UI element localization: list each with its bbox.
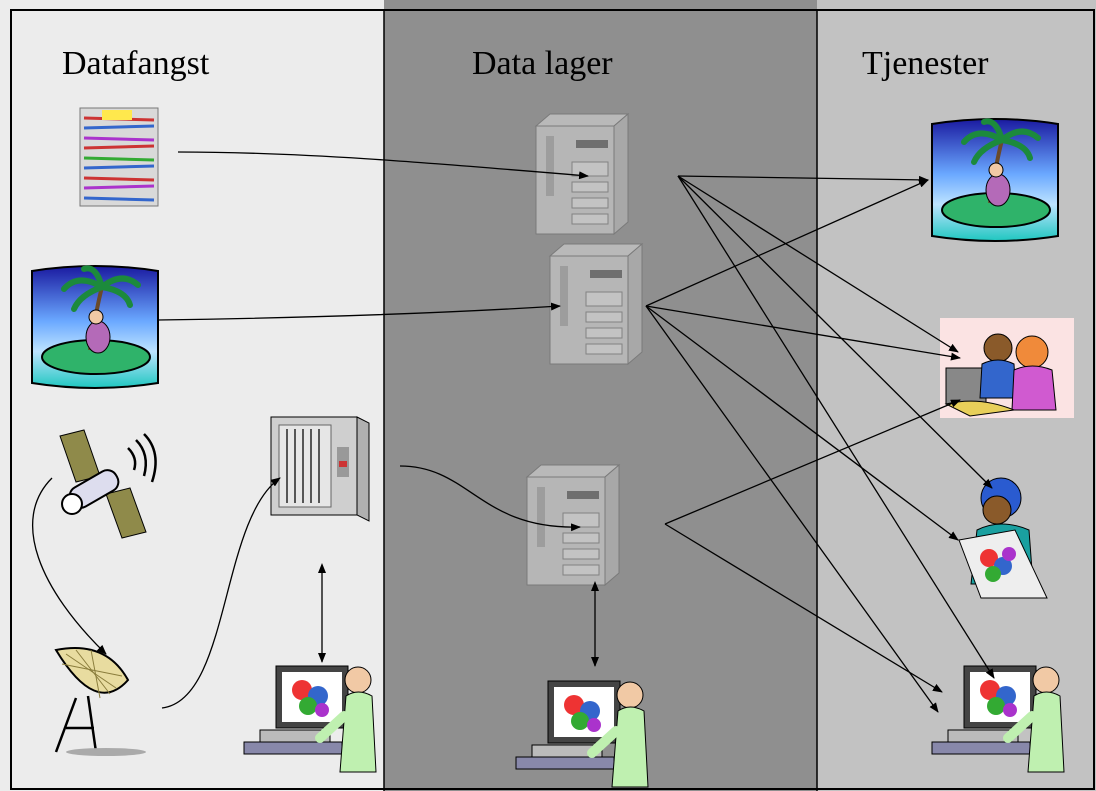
satellite-icon xyxy=(59,429,157,539)
server-tower-icon xyxy=(535,113,629,235)
flow-arrow xyxy=(645,305,959,541)
flow-arrow xyxy=(645,179,929,307)
column-title-datafangst: Datafangst xyxy=(62,45,210,82)
flow-arrow xyxy=(677,175,929,184)
flow-arrow xyxy=(31,477,107,655)
flow-arrow xyxy=(177,151,589,180)
connection-arrows xyxy=(31,151,995,713)
flow-arrow xyxy=(664,399,961,525)
flow-arrow xyxy=(399,465,581,532)
column-title-tjenester: Tjenester xyxy=(862,45,989,82)
island-icon xyxy=(32,266,158,388)
satellite-dish-icon xyxy=(54,647,146,756)
server-tower-icon xyxy=(549,243,643,365)
flow-arrow xyxy=(677,175,959,353)
flow-arrow xyxy=(645,305,939,713)
server-tower-icon xyxy=(526,464,620,586)
flow-arrow xyxy=(161,477,281,709)
flow-arrow xyxy=(677,175,995,679)
flow-arrow xyxy=(664,523,943,693)
flow-arrow xyxy=(645,305,961,361)
diagram-border xyxy=(10,9,1095,790)
rack-server-icon xyxy=(270,416,370,522)
paper-stack-icon xyxy=(79,107,159,207)
island-icon xyxy=(932,119,1058,241)
meeting-people-icon xyxy=(940,318,1074,418)
flow-arrow xyxy=(157,302,561,321)
flow-arrow xyxy=(677,175,993,489)
column-title-datalager: Data lager xyxy=(472,45,613,82)
